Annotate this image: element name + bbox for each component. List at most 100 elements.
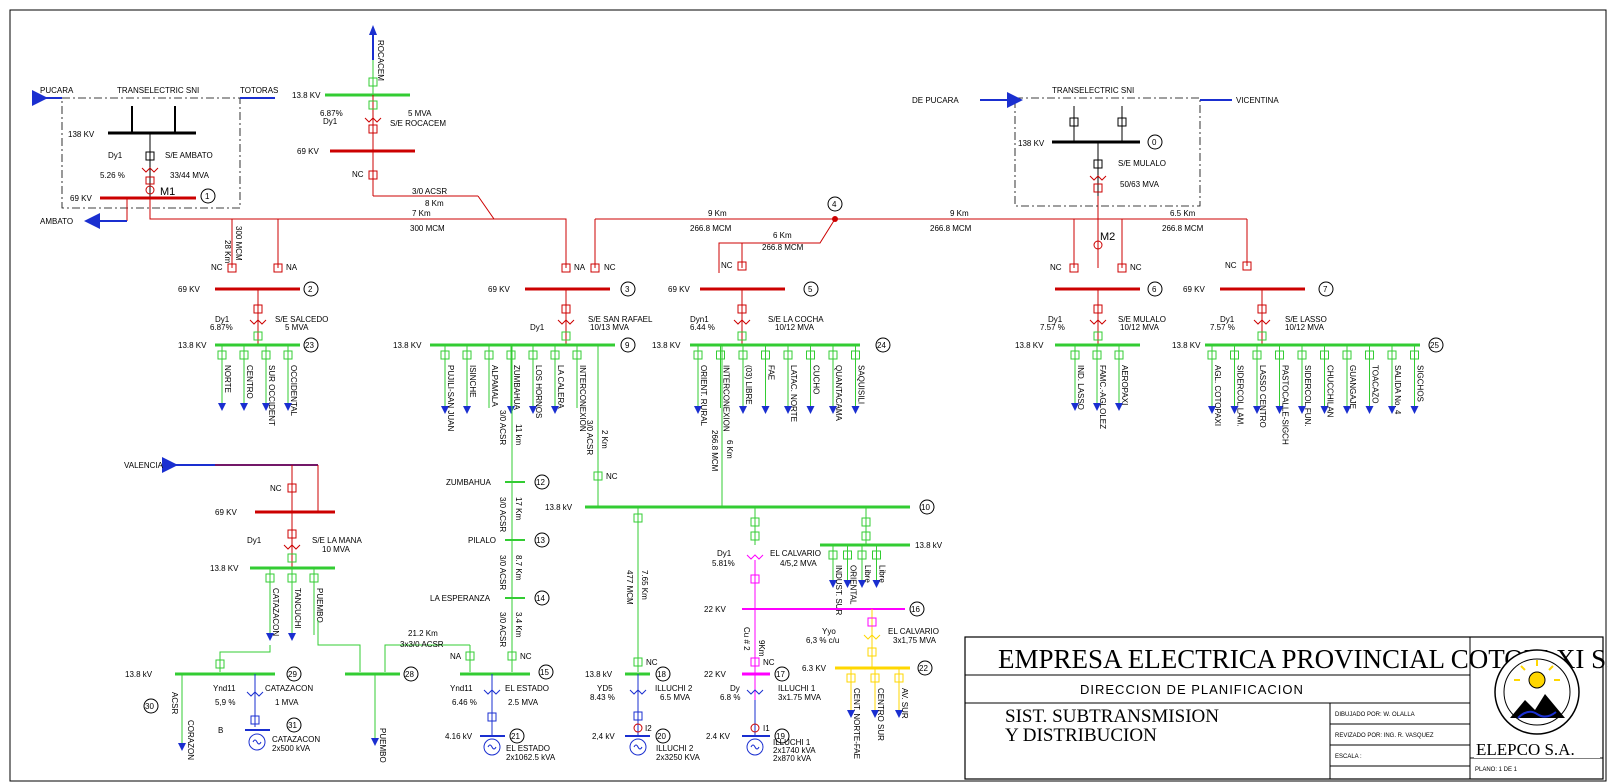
ambato-out-label: AMBATO — [40, 217, 73, 226]
feeder-breaker — [1092, 350, 1102, 360]
feeder-label: SIGCHOS — [1416, 365, 1425, 402]
illuchi1-mva: 3x1.75 MVA — [778, 693, 822, 702]
feeder-arrow-icon — [441, 406, 449, 414]
calvario2-63kv: 6.3 KV — [802, 664, 827, 673]
department-label: DIRECCION DE PLANIFICACION — [1080, 682, 1304, 697]
estado-z: 6.46 % — [452, 698, 477, 707]
gen-illuchi1-name: ILLUCHI 1 — [773, 738, 811, 747]
illuchi1-conn: Dy — [730, 684, 740, 693]
gen-estado-rating: 2x1062.5 kVA — [506, 753, 556, 762]
catazacon-138kv: 13.8 kV — [125, 670, 153, 679]
calvario2-num: 22 — [919, 664, 928, 673]
de-pucara-label: DE PUCARA — [912, 96, 959, 105]
node-28: 28 — [405, 670, 414, 679]
illuchi2-138kv: 13.8 kV — [585, 670, 613, 679]
sixty-nine-kv-network — [149, 195, 1248, 273]
feeder-label: LATAC. NORTE — [789, 365, 798, 422]
feeder-label: INDUST. SUR — [834, 565, 843, 615]
ambato-z: 5.26 % — [100, 171, 125, 180]
gen-illuchi1-rating2: 2x870 kVA — [773, 754, 812, 763]
gen-illuchi1-num: 19 — [776, 732, 785, 741]
node-10: 10 — [921, 503, 930, 512]
feeder-label: GUANGAJE — [1348, 365, 1357, 409]
feeder-la_cocha-6: QUANTACAMA — [828, 345, 843, 422]
alp-cond: 3/0 ACSR — [498, 410, 507, 445]
feeder-breaker — [828, 350, 838, 360]
illuchi2-24kv: 2,4 kV — [592, 732, 615, 741]
line-9km-a: 9 Km — [708, 209, 727, 218]
cu-len: 9Km — [757, 640, 766, 657]
catazacon-station: 21.2 Km 3x3/0 ACSR 13.8 kV 29 28 PUEMBO … — [125, 620, 470, 763]
feeder-san_rafael-2: ALPAMALA — [484, 345, 499, 408]
pucara-label: PUCARA — [40, 86, 74, 95]
line-9km-b: 9 Km — [950, 209, 969, 218]
zumba-len: 17 Km — [514, 497, 523, 520]
feeder-breaker — [265, 573, 275, 583]
feeder-label: PUJILI-SAN JUAN — [446, 365, 455, 431]
feeder-label: LASSO CENTRO — [1258, 365, 1267, 428]
line-6km-label: 6 Km — [773, 231, 792, 240]
pilalo-label: PILALO — [468, 536, 496, 545]
feeder-label: LOS HORNOS — [534, 365, 543, 418]
catazacon-conn: Ynd11 — [213, 684, 236, 693]
feeder-san_rafael-3: ZUMBAHUA — [506, 345, 521, 414]
feeder-label: FAE — [767, 365, 776, 380]
feeder-arrow-icon — [218, 403, 226, 411]
calvario-22kv: 22 KV — [704, 605, 726, 614]
feeder-breaker — [1365, 350, 1374, 360]
mulalo-138kv: 13.8 KV — [1015, 341, 1044, 350]
feeder-breaker — [828, 550, 838, 560]
estado-num: 15 — [540, 668, 549, 677]
feeder-label: ORIENT. RURAL — [699, 365, 708, 426]
feeder-lasso-7: TOACAZO — [1365, 345, 1380, 414]
feeder-breaker — [870, 673, 880, 683]
calvario2-name: EL CALVARIO — [888, 627, 939, 636]
feeder-lasso-2: LASSO CENTRO — [1252, 345, 1267, 428]
calvario-138kv: 13.8 kV — [915, 541, 943, 550]
lasso-conn: Dy1 — [1220, 315, 1235, 324]
estado-mva: 2.5 MVA — [508, 698, 539, 707]
feeder-mulalo-2: AEROPAXI — [1114, 345, 1129, 411]
feeder-label: INTERCONEXION — [722, 365, 731, 432]
feeder-arrow-icon — [761, 406, 770, 414]
feeder-breaker — [1297, 350, 1307, 360]
feeder-arrow-icon — [529, 406, 537, 414]
lacocha-69kv: 69 KV — [668, 285, 690, 294]
feeder-breaker — [1275, 350, 1284, 360]
feeder-arrow-icon — [551, 406, 559, 414]
ambato-num: 1 — [205, 192, 210, 201]
feeder-san_rafael-4: LOS HORNOS — [528, 345, 543, 418]
sanrafael-138kv: 13.8 KV — [393, 341, 422, 350]
feeder-label: (03) LIBRE — [744, 365, 753, 405]
mulalo-station: NC NC 6 Dy1 7.57 % S/E MULALO 10/12 MVA … — [1015, 263, 1166, 350]
feeder-breaker — [806, 350, 815, 360]
lacocha-conn: Dyn1 — [690, 315, 709, 324]
line-2668-c: 266.8 MCM — [930, 224, 972, 233]
sanrafael-mva: 10/13 MVA — [590, 323, 630, 332]
feeder-label: PUEMBO — [315, 588, 324, 623]
sheet-number: PLANO: 1 DE 1 — [1475, 767, 1518, 773]
rocacem-station: ROCACEM 13.8 KV 6.87% Dy1 5 MVA S/E ROCA… — [292, 25, 478, 208]
lasso-num: 7 — [1323, 285, 1328, 294]
feeder-breaker — [287, 573, 297, 583]
alp-len: 11 km — [514, 424, 523, 446]
lamana-mva: 10 MVA — [322, 545, 351, 554]
feeder-salcedo-3: OCCIDENTAL — [283, 345, 298, 417]
feeder-breaker — [1342, 350, 1352, 360]
lasso-mva: 10/12 MVA — [1285, 323, 1325, 332]
feeder-arrow-icon — [284, 403, 292, 411]
sanrafael-num: 3 — [625, 285, 630, 294]
salcedo-conn: Dy1 — [215, 315, 230, 324]
calvario2-z: 6,3 % c/u — [806, 636, 839, 645]
feeder-label: Libre — [863, 565, 872, 583]
lamana-69kv: 69 KV — [215, 508, 237, 517]
mulalo-z: 7.57 % — [1040, 323, 1065, 332]
lacocha-138kv: 13.8 KV — [652, 341, 681, 350]
feeder-calvario-3: Libre — [872, 545, 887, 588]
feeder-arrow-icon — [1115, 403, 1123, 411]
feeder-label: CHUCCHILAN — [1326, 365, 1335, 418]
feeder-breaker — [217, 350, 227, 360]
feeder-arrow-icon — [1230, 406, 1239, 414]
feeder-label: SAQUISILI — [857, 365, 866, 404]
salcedo-num: 2 — [308, 285, 313, 294]
